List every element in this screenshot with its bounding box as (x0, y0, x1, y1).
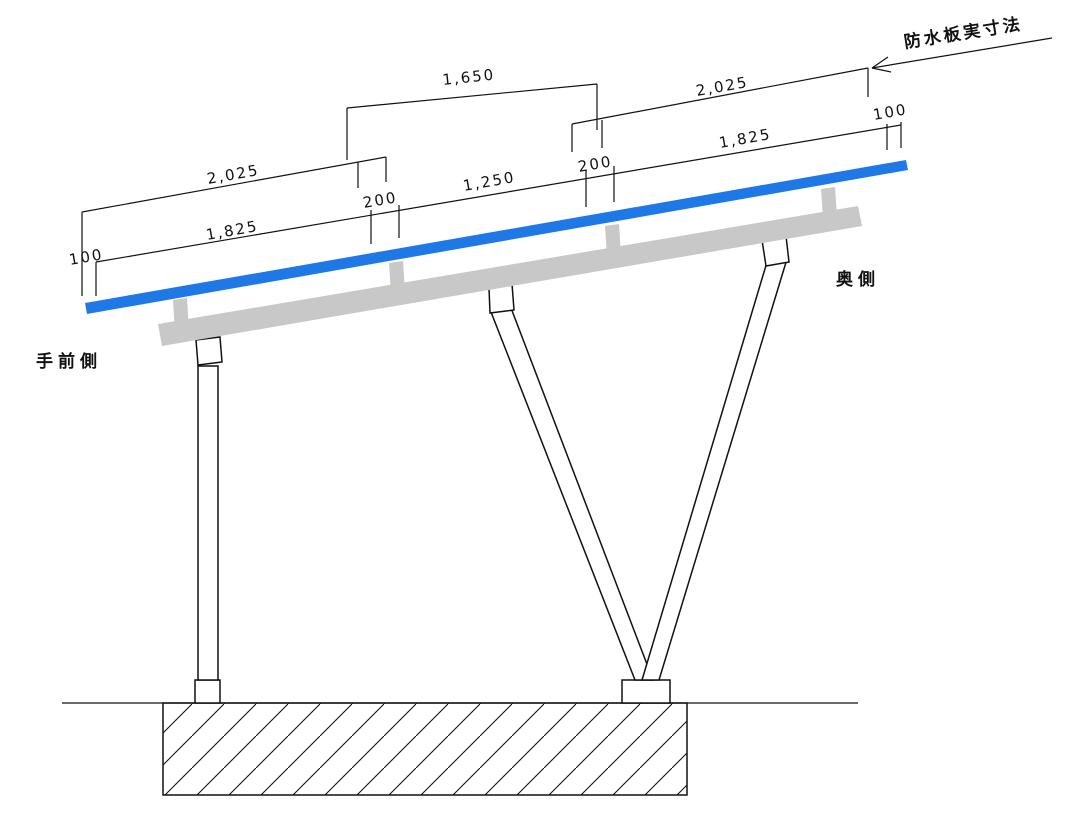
dim-text-right-200: 200 (577, 152, 614, 176)
dim-text-right-100: 100 (872, 100, 909, 124)
standoff-3 (605, 224, 621, 257)
front-diagonal-brace (489, 307, 655, 681)
dim-text-upper-left-2025: 2,025 (206, 161, 261, 188)
rear-diagonal-brace (640, 258, 789, 681)
dim-text-lower-middle-1250: 1,250 (462, 168, 517, 195)
dim-text-left-200: 200 (362, 188, 399, 212)
standoff-4 (821, 187, 837, 218)
dim-text-lower-left-1825: 1,825 (205, 217, 260, 244)
front-post-cap (195, 336, 223, 366)
dim-text-upper-middle-1650: 1,650 (442, 66, 497, 89)
waterproof-board-note: 防水板実寸法 (902, 13, 1024, 53)
dim-line-upper-left (81, 156, 387, 213)
front-post (197, 365, 219, 681)
rear-footing (621, 679, 671, 704)
back-side-label: 奥側 (836, 269, 880, 290)
standoff-1 (173, 298, 189, 332)
leader-arrow-a (871, 56, 889, 69)
dim-line-upper-right (571, 67, 869, 125)
leader-line (871, 37, 1053, 69)
dim-line-upper-middle (346, 83, 598, 109)
front-side-label: 手前側 (36, 351, 102, 372)
dim-line-lower-main (95, 124, 902, 263)
front-footing (194, 679, 221, 704)
foundation-hatch (162, 702, 688, 796)
dim-text-left-100: 100 (68, 245, 105, 269)
lower-rail (158, 206, 862, 346)
solar-panel (85, 160, 908, 314)
standoff-2 (389, 261, 405, 294)
leader-arrow-b (871, 67, 892, 73)
